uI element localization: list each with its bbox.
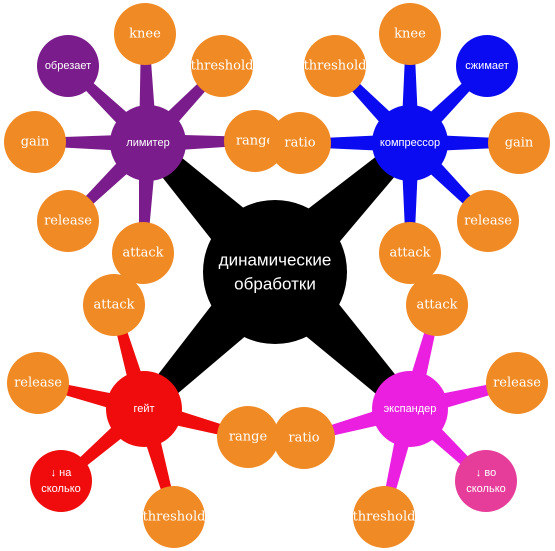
node-circle (406, 274, 468, 336)
node-circle (372, 371, 448, 447)
node-circle (143, 486, 205, 548)
node-label-line-1: ↓ во (476, 467, 496, 479)
node-circle (372, 105, 448, 181)
node-label: attack (122, 246, 163, 261)
node-expander-child-1[interactable]: attack (406, 274, 468, 336)
node-label: threshold (353, 510, 416, 525)
node-circle (379, 222, 441, 284)
node-circle (203, 200, 347, 344)
node-gate-child-1[interactable]: attack (83, 274, 145, 336)
node-circle (273, 407, 335, 469)
node-label: threshold (304, 59, 367, 74)
node-circle (457, 190, 519, 252)
node-gate-child-5[interactable]: threshold (143, 486, 206, 548)
node-compressor-child-5[interactable]: gain (488, 112, 550, 174)
node-circle (37, 35, 99, 97)
node-label: attack (416, 298, 457, 313)
node-circle (7, 352, 69, 414)
node-circle (110, 105, 186, 181)
node-limiter-child-5[interactable]: gain (4, 111, 66, 173)
node-circle (30, 450, 92, 512)
node-circle (224, 110, 286, 172)
node-circle (379, 3, 441, 65)
node-circle (37, 190, 99, 252)
node-compressor-child-3[interactable]: сжимает (456, 35, 518, 97)
node-circle (269, 112, 331, 174)
node-label-line-2: сколько (466, 483, 506, 495)
node-expander-child-2[interactable]: release (486, 352, 548, 414)
node-label: ratio (288, 431, 319, 446)
node-circle (455, 450, 517, 512)
node-circle (83, 274, 145, 336)
node-label: gain (21, 135, 50, 150)
node-expander-child-4[interactable]: ↓ во сколько (455, 450, 517, 512)
node-compressor-child-7[interactable]: attack (379, 222, 441, 284)
node-limiter-child-4[interactable]: range (224, 110, 286, 172)
node-compressor-child-4[interactable]: ratio (269, 112, 331, 174)
node-gate[interactable]: гейт (106, 371, 182, 447)
node-label: knee (394, 27, 426, 42)
node-label: range (229, 430, 268, 445)
node-limiter-child-6[interactable]: release (37, 190, 99, 252)
node-gate-child-4[interactable]: ↓ на сколько (30, 450, 92, 512)
node-label: release (44, 214, 92, 229)
node-limiter-child-1[interactable]: knee (114, 3, 176, 65)
center-label-line-1: динамические (219, 251, 332, 270)
node-label: gain (505, 136, 534, 151)
node-circle (191, 35, 253, 97)
node-label-line-1: ↓ на (51, 467, 73, 479)
node-circle (4, 111, 66, 173)
node-expander-child-5[interactable]: threshold (353, 486, 416, 548)
node-circle (217, 406, 279, 468)
node-label: обрезает (45, 60, 91, 72)
node-circle (304, 35, 366, 97)
center-label-line-2: обработки (234, 275, 316, 294)
node-limiter-child-3[interactable]: обрезает (37, 35, 99, 97)
node-gate-child-2[interactable]: release (7, 352, 69, 414)
node-layer: knee threshold обрезает range gain release att… (4, 3, 550, 548)
node-label-line-2: сколько (41, 483, 81, 495)
node-label: лимитер (126, 137, 169, 149)
node-circle (456, 35, 518, 97)
node-label: knee (129, 27, 161, 42)
node-center[interactable]: динамические обработки (203, 200, 347, 344)
node-gate-child-3[interactable]: range (217, 406, 279, 468)
node-limiter-child-2[interactable]: threshold (191, 35, 254, 97)
node-compressor[interactable]: компрессор (372, 105, 448, 181)
node-label: ratio (284, 136, 315, 151)
node-circle (112, 222, 174, 284)
node-limiter[interactable]: лимитер (110, 105, 186, 181)
node-circle (486, 352, 548, 414)
node-label: гейт (133, 403, 154, 415)
node-label: attack (389, 246, 430, 261)
node-label: release (14, 376, 62, 391)
node-compressor-child-6[interactable]: release (457, 190, 519, 252)
node-label: threshold (143, 510, 206, 525)
node-circle (106, 371, 182, 447)
node-label: range (236, 134, 275, 149)
node-circle (114, 3, 176, 65)
node-label: threshold (191, 59, 254, 74)
node-expander-child-3[interactable]: ratio (273, 407, 335, 469)
node-limiter-child-7[interactable]: attack (112, 222, 174, 284)
node-circle (353, 486, 415, 548)
node-circle (488, 112, 550, 174)
node-label: сжимает (465, 60, 509, 72)
node-label: release (464, 214, 512, 229)
node-compressor-child-2[interactable]: threshold (304, 35, 367, 97)
node-compressor-child-1[interactable]: knee (379, 3, 441, 65)
node-label: attack (93, 298, 134, 313)
node-label: компрессор (380, 137, 440, 149)
node-label: release (493, 376, 541, 391)
node-expander[interactable]: экспандер (372, 371, 448, 447)
node-label: экспандер (384, 403, 437, 415)
